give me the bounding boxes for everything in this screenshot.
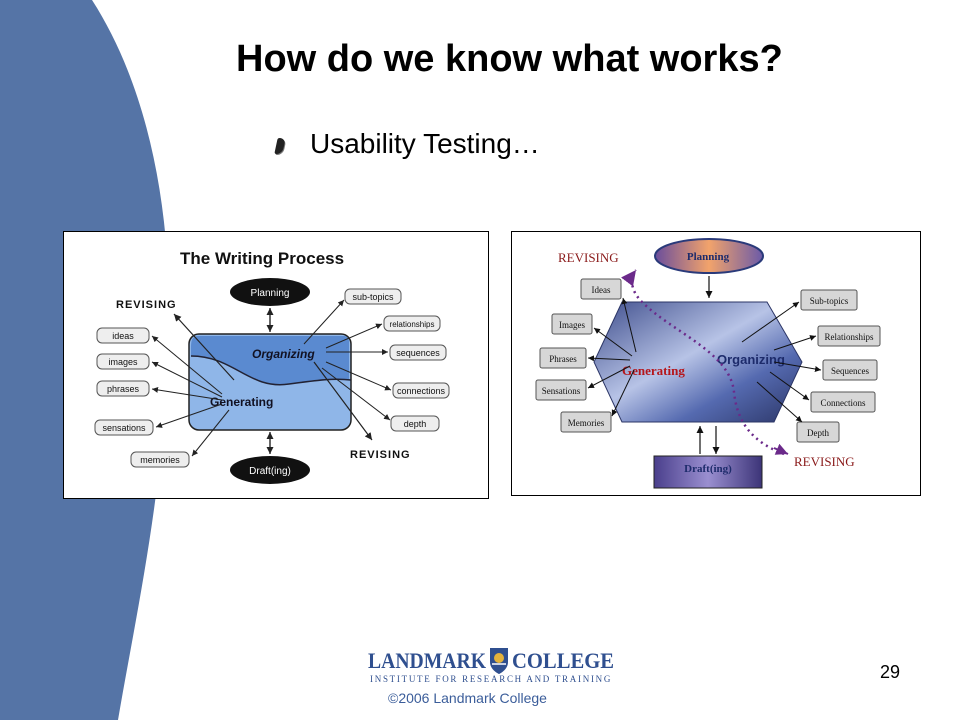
svg-text:Ideas: Ideas — [592, 285, 611, 295]
svg-text:connections: connections — [397, 386, 446, 396]
left-item-ideas: ideas — [96, 327, 150, 344]
logo-crest-icon — [490, 648, 508, 674]
diagram-title: The Writing Process — [180, 249, 344, 268]
svg-text:phrases: phrases — [107, 384, 140, 394]
organizing-label: Organizing — [252, 347, 315, 361]
svg-text:relationships: relationships — [390, 320, 435, 329]
left-item-sensations: Sensations — [535, 379, 587, 401]
left-item-ideas: Ideas — [580, 278, 622, 300]
left-item-phrases: phrases — [96, 380, 150, 397]
left-item-images: images — [96, 353, 150, 370]
process-box-wave — [191, 336, 349, 385]
right-item-connections: Connections — [810, 391, 876, 413]
copyright-notice: ©2006 Landmark College — [388, 690, 547, 706]
svg-text:images: images — [108, 357, 138, 367]
planning-label: Planning — [687, 251, 730, 263]
writing-process-diagram-left: The Writing Process Organizing Generatin… — [63, 231, 489, 499]
right-item-depth: depth — [390, 415, 440, 432]
svg-text:Sub-topics: Sub-topics — [810, 296, 849, 306]
writing-process-diagram-right: Organizing Generating Planning Draft(ing… — [511, 231, 921, 496]
planning-image — [654, 238, 764, 274]
revising-top-label: REVISING — [116, 299, 177, 311]
generating-label: Generating — [622, 363, 685, 378]
bullet-text: Usability Testing… — [310, 128, 540, 159]
svg-text:Images: Images — [559, 320, 585, 330]
landmark-college-logo: LANDMARK COLLEGE INSTITUTE FOR RESEARCH … — [366, 642, 618, 688]
svg-text:depth: depth — [404, 419, 427, 429]
svg-text:memories: memories — [140, 455, 180, 465]
right-item-depth: Depth — [796, 421, 840, 443]
right-item-sub-topics: sub-topics — [344, 288, 402, 305]
generating-label: Generating — [210, 395, 273, 409]
svg-text:Memories: Memories — [568, 418, 605, 428]
page-number: 29 — [880, 662, 901, 682]
right-item-connections: connections — [392, 382, 450, 399]
logo-name-left: LANDMARK — [368, 648, 486, 673]
revising-dotted-path — [621, 269, 785, 456]
revising-top-label: REVISING — [558, 250, 619, 265]
left-item-phrases: Phrases — [539, 347, 587, 369]
svg-text:Depth: Depth — [807, 428, 829, 438]
svg-text:Sensations: Sensations — [542, 386, 581, 396]
svg-text:Phrases: Phrases — [549, 354, 577, 364]
svg-text:ideas: ideas — [112, 331, 134, 341]
svg-text:Sequences: Sequences — [831, 366, 869, 376]
organizing-label: Organizing — [717, 352, 785, 367]
right-item-sequences: sequences — [389, 344, 447, 361]
drafting-label: Draft(ing) — [249, 466, 291, 477]
svg-text:sub-topics: sub-topics — [352, 292, 394, 302]
hexagon-wave-image — [593, 301, 803, 423]
logo-tagline: INSTITUTE FOR RESEARCH AND TRAINING — [370, 674, 612, 684]
planning-label: Planning — [251, 288, 290, 299]
right-item-sequences: Sequences — [822, 359, 878, 381]
svg-text:Connections: Connections — [821, 398, 866, 408]
revising-bottom-label: REVISING — [794, 454, 855, 469]
svg-text:Relationships: Relationships — [825, 332, 874, 342]
drafting-label: Draft(ing) — [684, 463, 732, 475]
right-item-sub-topics: Sub-topics — [800, 289, 858, 311]
svg-text:sequences: sequences — [396, 348, 440, 358]
logo-name-right: COLLEGE — [512, 648, 614, 673]
planning-node — [230, 278, 310, 306]
left-item-memories: memories — [130, 451, 190, 468]
revising-bottom-label: REVISING — [350, 449, 411, 461]
right-item-relationships: Relationships — [817, 325, 881, 347]
drafting-node — [230, 456, 310, 484]
left-item-memories: Memories — [560, 411, 612, 433]
left-item-images: Images — [551, 313, 593, 335]
svg-text:sensations: sensations — [102, 423, 146, 433]
right-item-relationships: relationships — [383, 315, 441, 332]
left-item-sensations: sensations — [94, 419, 154, 436]
drafting-image — [653, 455, 763, 489]
slide-title: How do we know what works? — [236, 38, 783, 80]
